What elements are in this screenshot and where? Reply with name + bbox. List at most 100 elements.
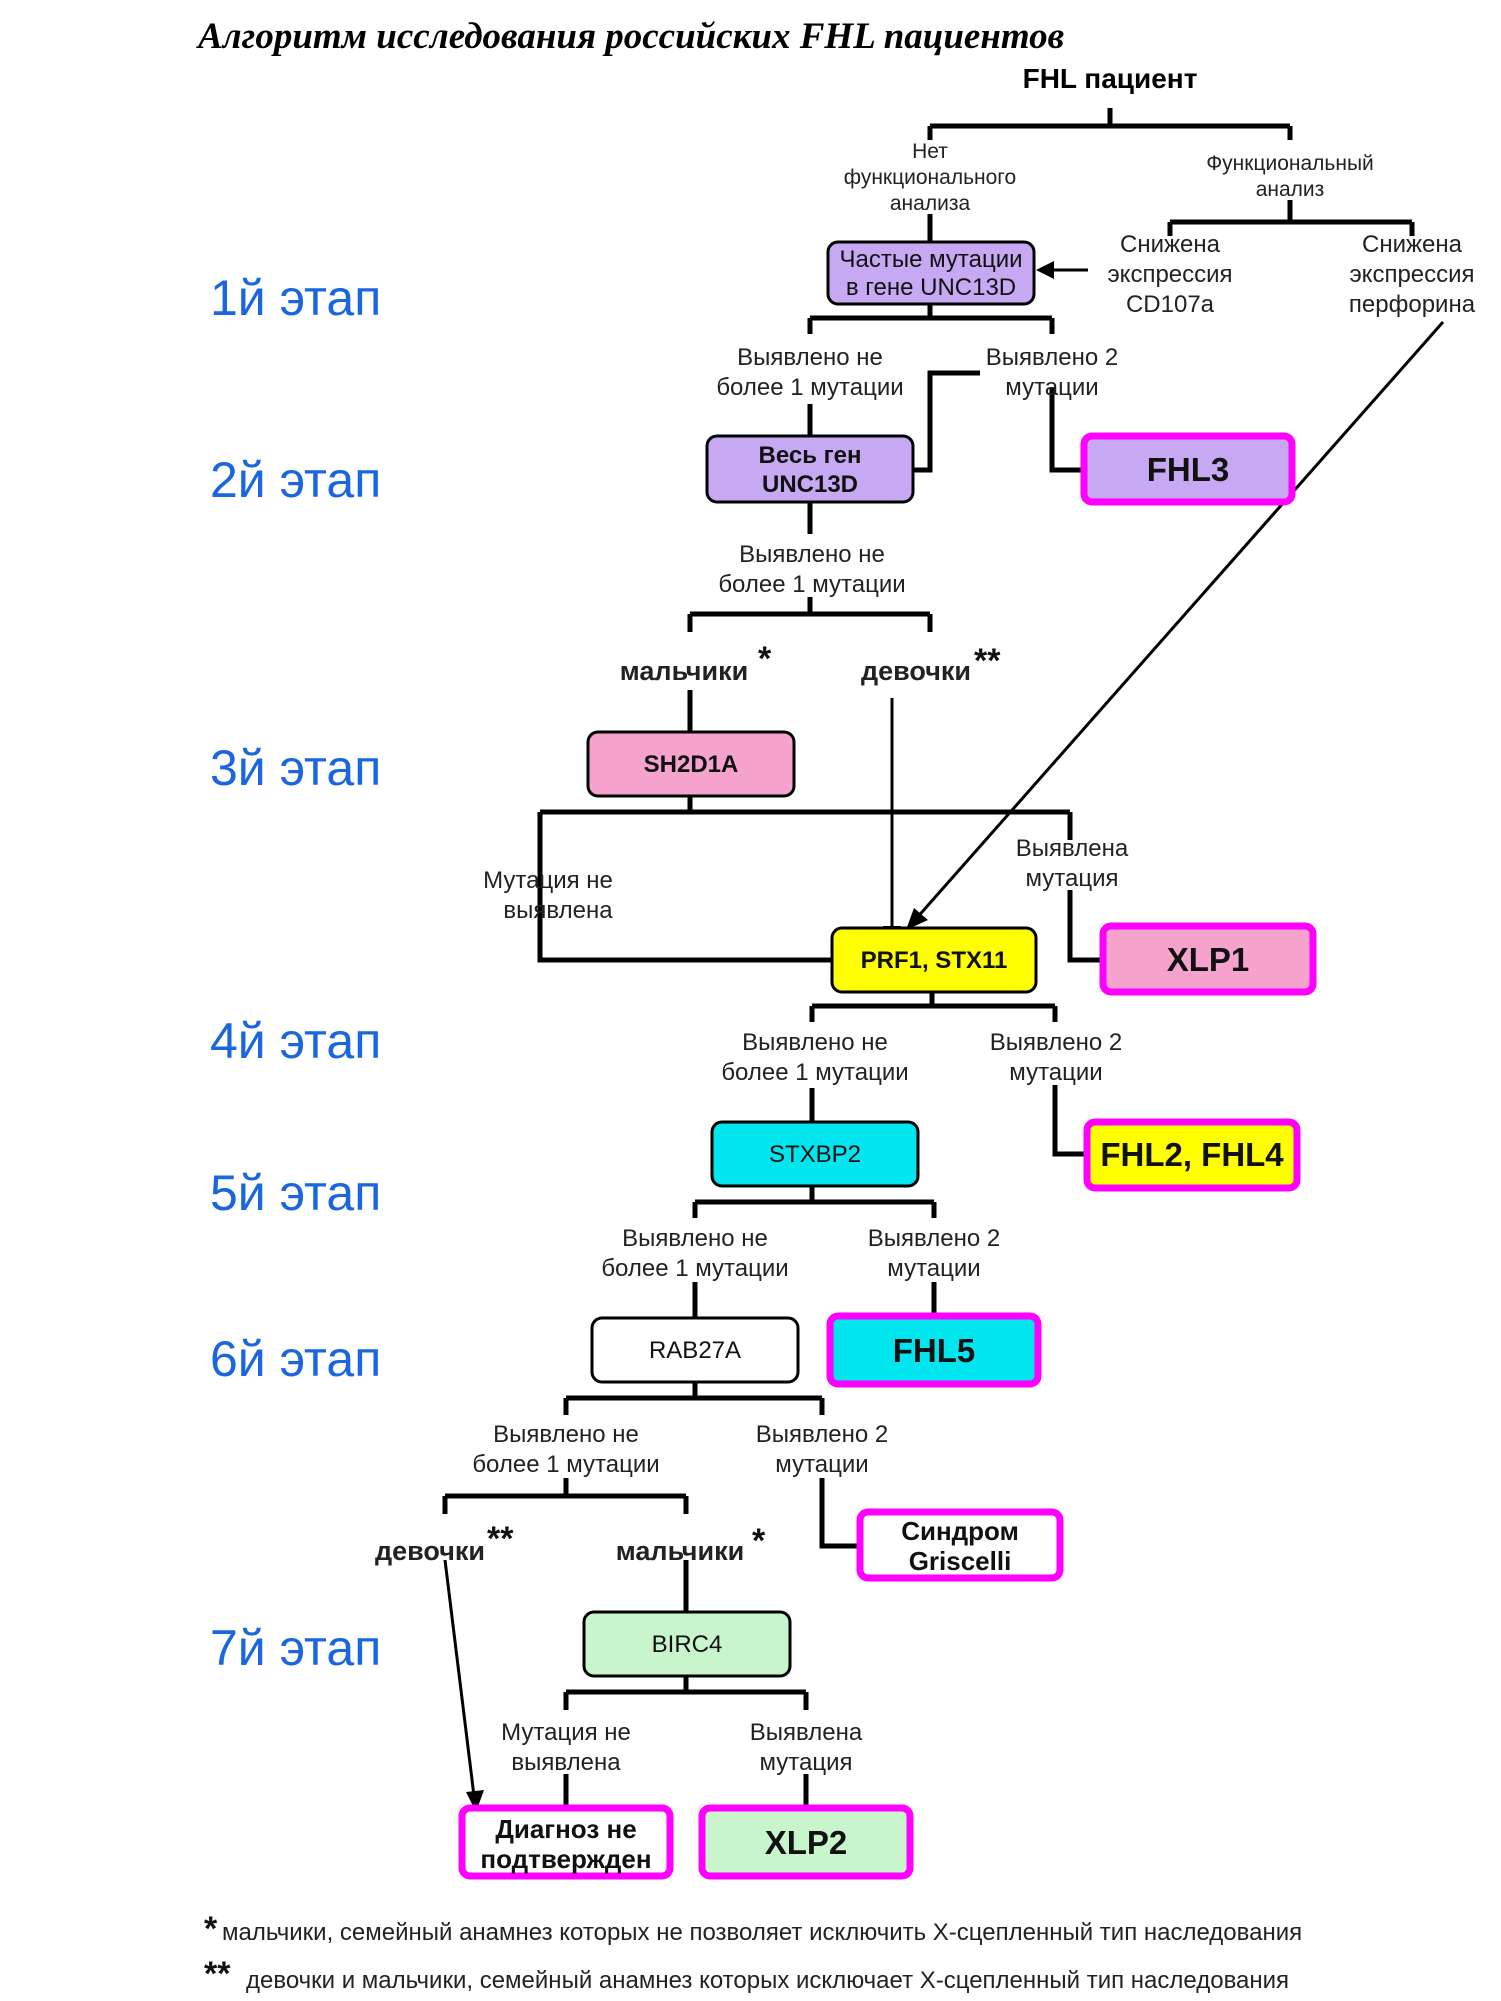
svg-text:девочки: девочки [861, 656, 971, 686]
svg-text:Снижена: Снижена [1120, 231, 1221, 258]
stage6-max-one-label: Выявлено не более 1 мутации [472, 1421, 659, 1478]
result-xlp1: XLP1 [1099, 922, 1317, 996]
svg-text:Выявлена: Выявлена [750, 1719, 863, 1746]
root-node: FHL пациент [1023, 63, 1198, 94]
result-fhl3: FHL3 [1080, 432, 1296, 506]
svg-text:мутация: мутация [1026, 865, 1119, 892]
arrow-head [1036, 261, 1054, 279]
unc13d-common-box: Частые мутации в гене UNC13D [826, 240, 1036, 306]
svg-text:выявлена: выявлена [503, 897, 613, 924]
sh2d1a-box: SH2D1A [586, 730, 796, 798]
footnote-2: ** девочки и мальчики, семейный анамнез … [204, 1955, 1289, 1994]
svg-text:SH2D1A: SH2D1A [644, 751, 739, 778]
svg-text:Функциональный: Функциональный [1206, 152, 1374, 175]
svg-text:Выявлено 2: Выявлено 2 [986, 344, 1118, 371]
svg-text:Нет: Нет [912, 140, 948, 163]
stage7-not-found-label: Мутация не выявлена [501, 1719, 631, 1776]
svg-text:анализ: анализ [1256, 178, 1325, 201]
diagram-title: Алгоритм исследования российских FHL пац… [196, 16, 1064, 57]
arrow-head [906, 908, 928, 930]
svg-text:Выявлено 2: Выявлено 2 [990, 1029, 1122, 1056]
svg-text:подтвержден: подтвержден [480, 1844, 651, 1874]
stage2-max-one-label: Выявлено не более 1 мутации [718, 541, 905, 598]
svg-text:Снижена: Снижена [1362, 231, 1463, 258]
svg-text:Синдром: Синдром [901, 1516, 1019, 1546]
rab27a-box: RAB27A [590, 1316, 800, 1384]
svg-text:Мутация не: Мутация не [501, 1719, 631, 1746]
svg-text:перфорина: перфорина [1349, 291, 1476, 318]
svg-text:девочки и мальчики, семейный а: девочки и мальчики, семейный анамнез кот… [246, 1967, 1289, 1994]
stage1-two-label: Выявлено 2 мутации [986, 344, 1118, 401]
stage-label-1: 1й этап [210, 270, 381, 326]
svg-text:Выявлено 2: Выявлено 2 [756, 1421, 888, 1448]
svg-text:FHL2, FHL4: FHL2, FHL4 [1100, 1136, 1284, 1173]
stage7-found-label: Выявлена мутация [750, 1719, 863, 1776]
svg-text:более 1 мутации: более 1 мутации [472, 1451, 659, 1478]
svg-text:Выявлено не: Выявлено не [739, 541, 885, 568]
svg-text:**: ** [204, 1955, 231, 1993]
arrow-head [466, 1790, 484, 1812]
boys-label-stage7: мальчики * [616, 1522, 766, 1566]
svg-text:мутации: мутации [775, 1451, 868, 1478]
svg-text:анализа: анализа [890, 192, 971, 215]
svg-text:экспрессия: экспрессия [1349, 261, 1474, 288]
svg-text:более 1 мутации: более 1 мутации [718, 571, 905, 598]
svg-text:Выявлено 2: Выявлено 2 [868, 1225, 1000, 1252]
stage1-max-one-label: Выявлено не более 1 мутации [716, 344, 903, 401]
stage-label-7: 7й этап [210, 1620, 381, 1676]
svg-text:в гене UNC13D: в гене UNC13D [846, 274, 1016, 301]
girls-label-stage3: девочки ** [861, 642, 1001, 686]
result-fhl2-fhl4: FHL2, FHL4 [1083, 1118, 1301, 1192]
svg-text:более 1 мутации: более 1 мутации [716, 374, 903, 401]
svg-text:*: * [204, 1910, 218, 1948]
stage5-two-label: Выявлено 2 мутации [868, 1225, 1000, 1282]
stage6-two-label: Выявлено 2 мутации [756, 1421, 888, 1478]
connector-lines [442, 108, 1445, 1812]
svg-text:Частые мутации: Частые мутации [840, 246, 1023, 273]
stxbp2-box: STXBP2 [710, 1120, 920, 1188]
stage5-max-one-label: Выявлено не более 1 мутации [601, 1225, 788, 1282]
svg-text:Диагноз не: Диагноз не [495, 1814, 636, 1844]
svg-text:Выявлена: Выявлена [1016, 835, 1129, 862]
footnote-1: * мальчики, семейный анамнез которых не … [204, 1910, 1302, 1948]
svg-text:**: ** [487, 1520, 514, 1558]
svg-text:мальчики: мальчики [616, 1536, 744, 1566]
svg-text:девочки: девочки [375, 1536, 485, 1566]
svg-text:выявлена: выявлена [511, 1749, 621, 1776]
birc4-box: BIRC4 [582, 1610, 792, 1678]
svg-text:Выявлено не: Выявлено не [737, 344, 883, 371]
svg-text:Выявлено не: Выявлено не [493, 1421, 639, 1448]
svg-text:функционального: функционального [844, 166, 1016, 189]
svg-text:XLP1: XLP1 [1167, 941, 1250, 978]
result-griscelli: Синдром Griscelli [856, 1508, 1064, 1582]
svg-text:Весь ген: Весь ген [759, 442, 862, 469]
boys-label-stage3: мальчики * [620, 640, 772, 686]
svg-text:Выявлено не: Выявлено не [622, 1225, 768, 1252]
stage-label-6: 6й этап [210, 1331, 381, 1387]
svg-text:FHL3: FHL3 [1147, 451, 1230, 488]
no-functional-analysis-label: Нет функционального анализа [844, 140, 1016, 215]
svg-text:мальчики: мальчики [620, 656, 748, 686]
svg-text:мутации: мутации [1009, 1059, 1102, 1086]
cd107a-label: Снижена экспрессия CD107a [1107, 231, 1232, 318]
result-fhl5: FHL5 [826, 1312, 1042, 1388]
perforin-label: Снижена экспрессия перфорина [1349, 231, 1476, 318]
stage4-max-one-label: Выявлено не более 1 мутации [721, 1029, 908, 1086]
svg-text:мутации: мутации [887, 1255, 980, 1282]
svg-text:более 1 мутации: более 1 мутации [601, 1255, 788, 1282]
unc13d-full-box: Весь ген UNC13D [705, 434, 915, 504]
svg-text:более 1 мутации: более 1 мутации [721, 1059, 908, 1086]
svg-text:*: * [752, 1522, 766, 1560]
stage3-not-found-label: Мутация не выявлена [483, 867, 613, 924]
stage-label-4: 4й этап [210, 1013, 381, 1069]
functional-analysis-label: Функциональный анализ [1206, 152, 1374, 201]
svg-text:STXBP2: STXBP2 [769, 1141, 861, 1168]
svg-text:XLP2: XLP2 [765, 1824, 848, 1861]
svg-text:Выявлено не: Выявлено не [742, 1029, 888, 1056]
svg-text:BIRC4: BIRC4 [652, 1631, 723, 1658]
svg-text:мутации: мутации [1005, 374, 1098, 401]
stage3-found-label: Выявлена мутация [1016, 835, 1129, 892]
result-xlp2: XLP2 [698, 1804, 914, 1880]
svg-text:*: * [758, 640, 772, 678]
svg-text:экспрессия: экспрессия [1107, 261, 1232, 288]
